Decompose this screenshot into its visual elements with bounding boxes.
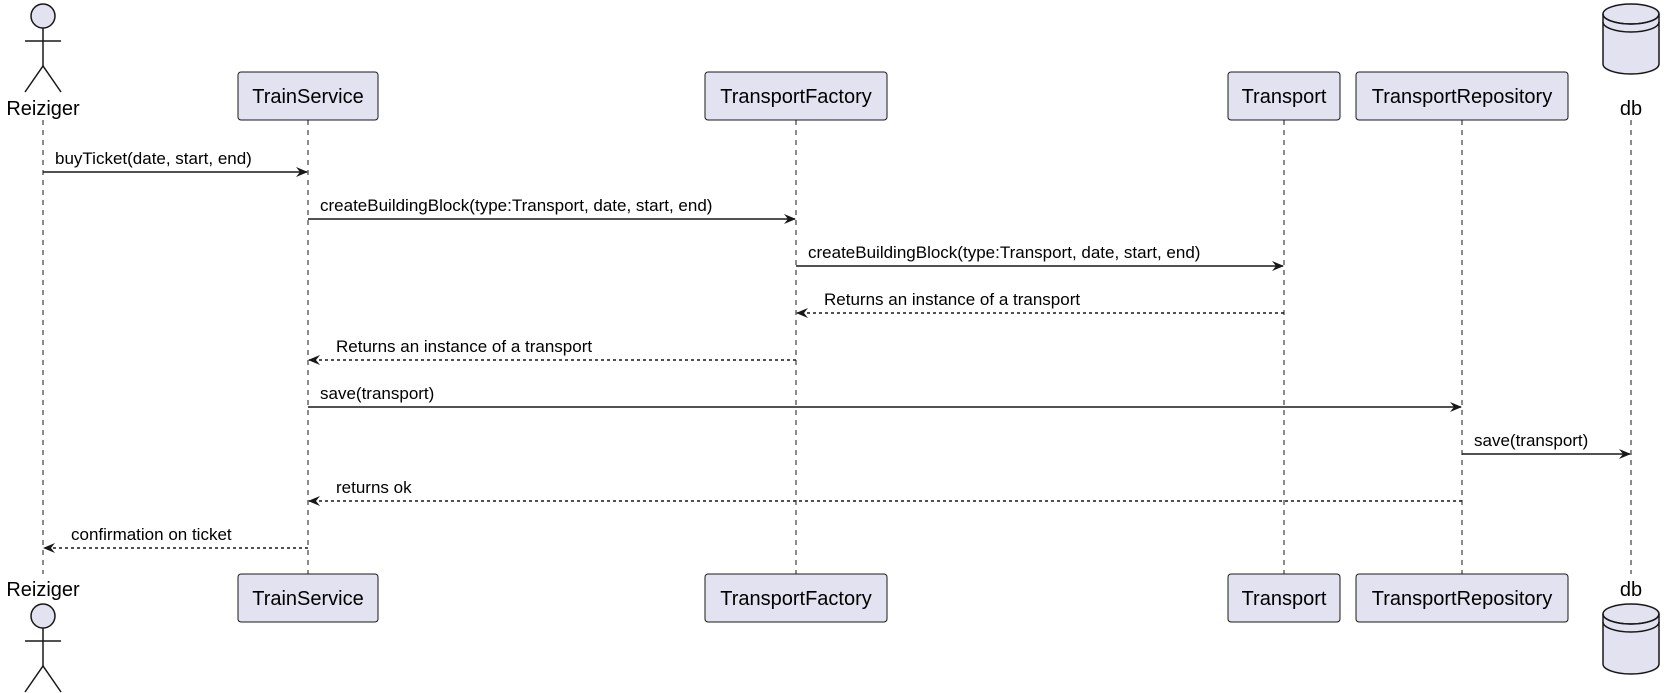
participant-transportfactory-top: TransportFactory xyxy=(704,71,888,121)
participant-reiziger-bottom-actor-head xyxy=(30,603,56,629)
participant-transportrepository-bottom-box xyxy=(1355,573,1569,623)
message-4: Returns an instance of a transport xyxy=(796,290,1284,318)
participant-db-bottom-db-cylinder-rim2 xyxy=(1602,621,1660,633)
participant-db-top-label: db xyxy=(1620,98,1642,120)
participant-db-top-db-cylinder-body xyxy=(1602,14,1660,75)
message-5-label: Returns an instance of a transport xyxy=(336,337,592,356)
participant-reiziger-bottom-actor-legs xyxy=(24,664,62,693)
participant-transportfactory-bottom: TransportFactory xyxy=(704,573,888,623)
participant-transport-top-label: Transport xyxy=(1242,86,1327,108)
participant-db-bottom-label: db xyxy=(1620,579,1642,601)
participant-reiziger-top-actor-legs xyxy=(24,64,62,93)
participant-transportfactory-bottom-label: TransportFactory xyxy=(720,588,872,610)
participant-trainservice-bottom: TrainService xyxy=(237,573,379,623)
participant-trainservice-bottom-box xyxy=(237,573,379,623)
participant-db-top: db xyxy=(1602,3,1660,120)
participant-transportrepository-bottom: TransportRepository xyxy=(1355,573,1569,623)
message-3: createBuildingBlock(type:Transport, date… xyxy=(796,243,1284,271)
message-2-label: createBuildingBlock(type:Transport, date… xyxy=(320,196,712,215)
participant-transport-bottom: Transport xyxy=(1227,573,1341,623)
participant-trainservice-top-box xyxy=(237,71,379,121)
participant-reiziger-top-label: Reiziger xyxy=(6,98,80,120)
participant-db-bottom: db xyxy=(1602,579,1660,675)
message-7-label: save(transport) xyxy=(1474,431,1588,450)
participant-transport-bottom-label: Transport xyxy=(1242,588,1327,610)
participant-trainservice-top: TrainService xyxy=(237,71,379,121)
participant-transport-bottom-box xyxy=(1227,573,1341,623)
message-5: Returns an instance of a transport xyxy=(308,337,796,365)
participant-reiziger-bottom: Reiziger xyxy=(6,579,80,693)
participant-trainservice-bottom-label: TrainService xyxy=(252,588,364,610)
message-1-label: buyTicket(date, start, end) xyxy=(55,149,252,168)
participant-transportrepository-top-box xyxy=(1355,71,1569,121)
participant-db-top-db-cylinder-rim2 xyxy=(1602,21,1660,33)
message-1: buyTicket(date, start, end) xyxy=(43,149,308,177)
participant-transportfactory-top-label: TransportFactory xyxy=(720,86,872,108)
message-3-label: createBuildingBlock(type:Transport, date… xyxy=(808,243,1200,262)
participant-transportfactory-bottom-box xyxy=(704,573,888,623)
message-6: save(transport) xyxy=(308,384,1462,412)
participant-trainservice-top-label: TrainService xyxy=(252,86,364,108)
participant-reiziger-top-actor-head xyxy=(30,3,56,29)
participant-transportrepository-top: TransportRepository xyxy=(1355,71,1569,121)
participant-db-top-db-cylinder-rim xyxy=(1602,13,1660,25)
message-6-label: save(transport) xyxy=(320,384,434,403)
participant-db-bottom-db-cylinder-body xyxy=(1602,614,1660,675)
participant-transportfactory-top-box xyxy=(704,71,888,121)
participant-db-bottom-db-cylinder-rim xyxy=(1602,613,1660,625)
message-9: confirmation on ticket xyxy=(43,525,308,553)
participant-transportrepository-bottom-label: TransportRepository xyxy=(1372,588,1552,610)
message-2: createBuildingBlock(type:Transport, date… xyxy=(308,196,796,224)
participant-transportrepository-top-label: TransportRepository xyxy=(1372,86,1552,108)
participant-transport-top: Transport xyxy=(1227,71,1341,121)
message-7: save(transport) xyxy=(1462,431,1631,459)
participant-reiziger-bottom-label: Reiziger xyxy=(6,579,80,601)
message-4-label: Returns an instance of a transport xyxy=(824,290,1080,309)
participant-reiziger-top: Reiziger xyxy=(6,3,80,120)
message-8-label: returns ok xyxy=(336,478,412,497)
message-9-label: confirmation on ticket xyxy=(71,525,232,544)
participant-transport-top-box xyxy=(1227,71,1341,121)
message-8: returns ok xyxy=(308,478,1462,506)
